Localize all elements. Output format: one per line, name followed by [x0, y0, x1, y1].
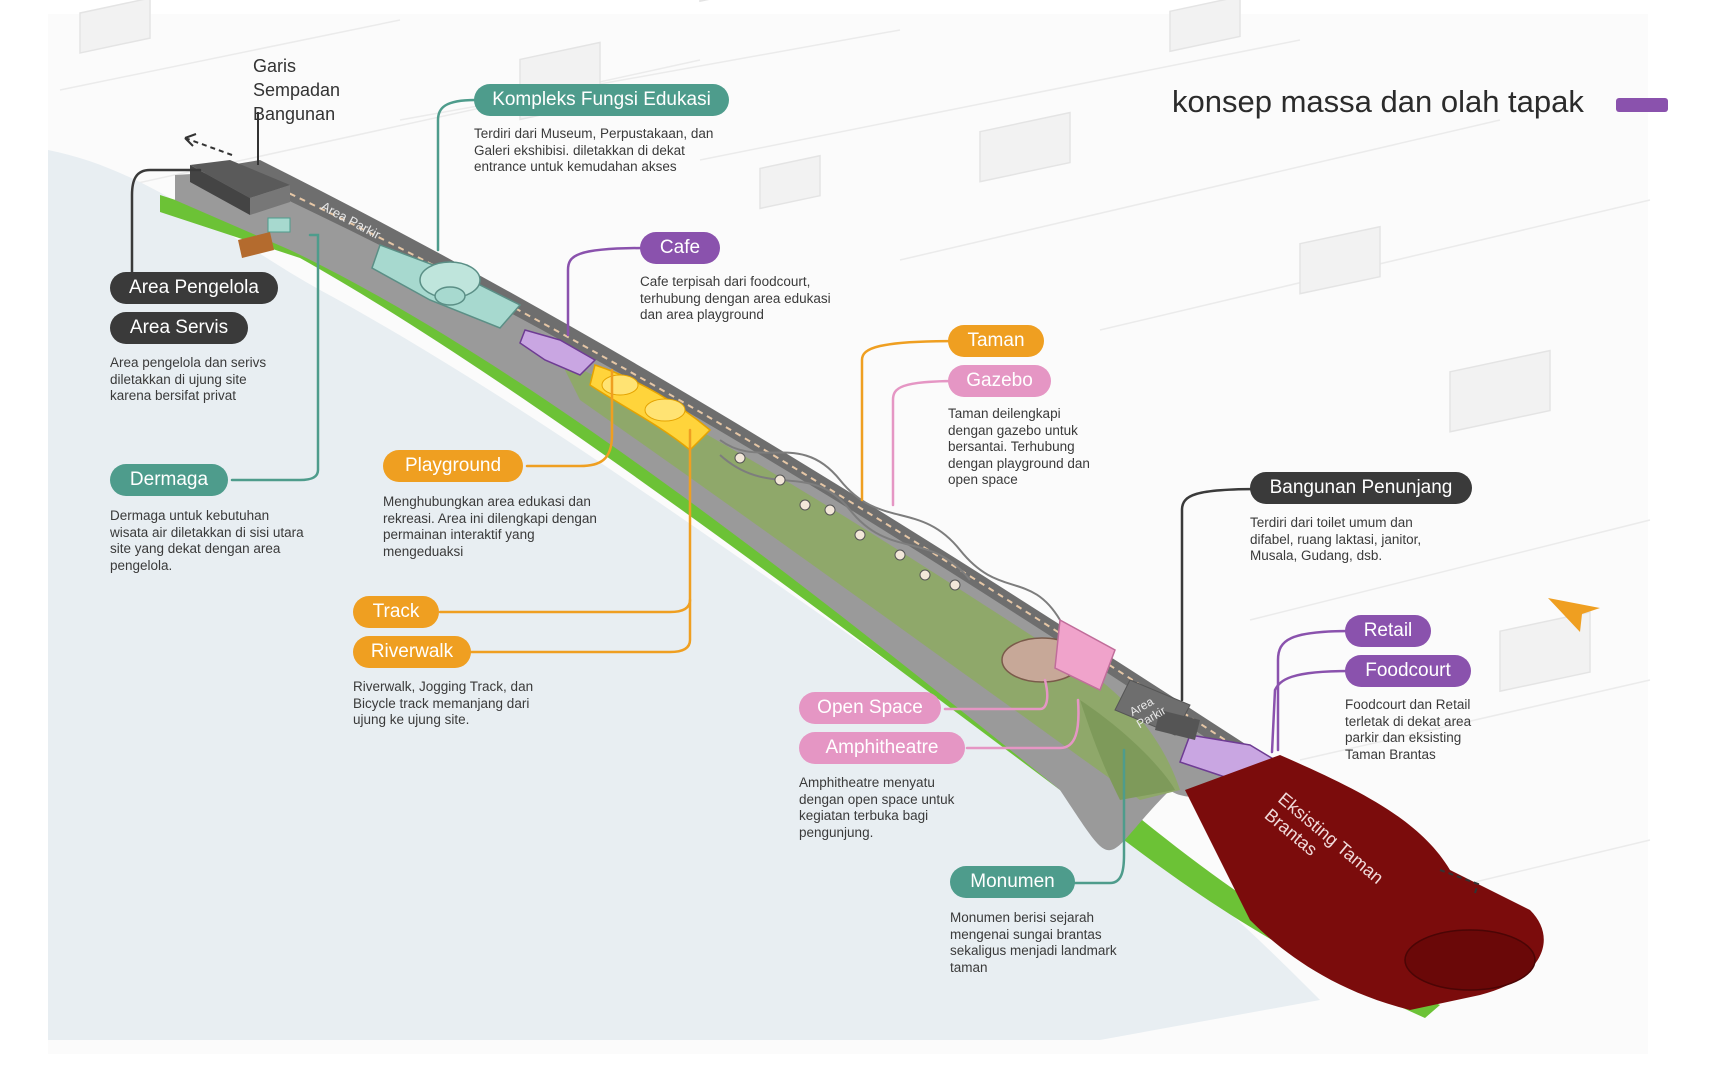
label-bangunan-penunjang: Bangunan Penunjang [1250, 472, 1472, 504]
label-retail: Retail [1345, 615, 1431, 647]
desc-amphitheatre: Amphitheatre menyatu dengan open space u… [799, 775, 955, 840]
taman-paths [719, 439, 1061, 621]
label-area-servis: Area Servis [110, 312, 248, 344]
desc-foodcourt: Foodcourt dan Retail terletak di dekat a… [1345, 697, 1472, 762]
desc-monumen: Monumen berisi sejarah mengenai sungai b… [950, 910, 1117, 975]
label-area-pengelola: Area Pengelola [110, 272, 278, 304]
desc-pengelola: Area pengelola dan serivs diletakkan di … [110, 355, 267, 403]
desc-bangunan: Terdiri dari toilet umum dan difabel, ru… [1250, 515, 1422, 563]
kompleks-buildings [371, 244, 522, 329]
pengelola-buildings [190, 160, 291, 258]
label-playground: Playground [383, 450, 523, 482]
desc-kompleks: Terdiri dari Museum, Perpustakaan, dan G… [474, 126, 714, 174]
label-taman: Taman [948, 325, 1044, 357]
label-dermaga: Dermaga [110, 464, 228, 496]
park-area [560, 360, 1180, 800]
label-kompleks: Kompleks Fungsi Edukasi [474, 84, 729, 116]
amphitheatre [1054, 618, 1116, 692]
label-open-space: Open Space [799, 692, 941, 724]
label-foodcourt: Foodcourt [1345, 655, 1471, 687]
gazebos [734, 452, 961, 591]
desc-playground: Menghubungkan area edukasi dan rekreasi.… [383, 494, 597, 559]
label-track: Track [353, 596, 439, 628]
label-cafe: Cafe [640, 232, 720, 264]
desc-dermaga: Dermaga untuk kebutuhan wisata air dilet… [110, 508, 304, 573]
desc-riverwalk: Riverwalk, Jogging Track, dan Bicycle tr… [353, 679, 534, 727]
cafe-building [519, 329, 597, 376]
north-arrow-icon [1548, 598, 1600, 632]
label-monumen: Monumen [950, 866, 1075, 898]
desc-cafe: Cafe terpisah dari foodcourt, terhubung … [640, 274, 831, 322]
desc-taman: Taman deilengkapi dengan gazebo untuk be… [948, 406, 1090, 487]
river [48, 150, 1320, 1040]
diagram-title: konsep massa dan olah tapak [1172, 84, 1584, 119]
label-riverwalk: Riverwalk [353, 636, 471, 668]
playground-area [589, 364, 712, 452]
legend-swatch-icon [1616, 98, 1668, 112]
label-amphitheatre: Amphitheatre [799, 732, 965, 764]
garis-sempadan-label: Garis Sempadan Bangunan [253, 56, 341, 124]
label-gazebo: Gazebo [948, 365, 1051, 397]
leader-lines [130, 98, 1352, 885]
